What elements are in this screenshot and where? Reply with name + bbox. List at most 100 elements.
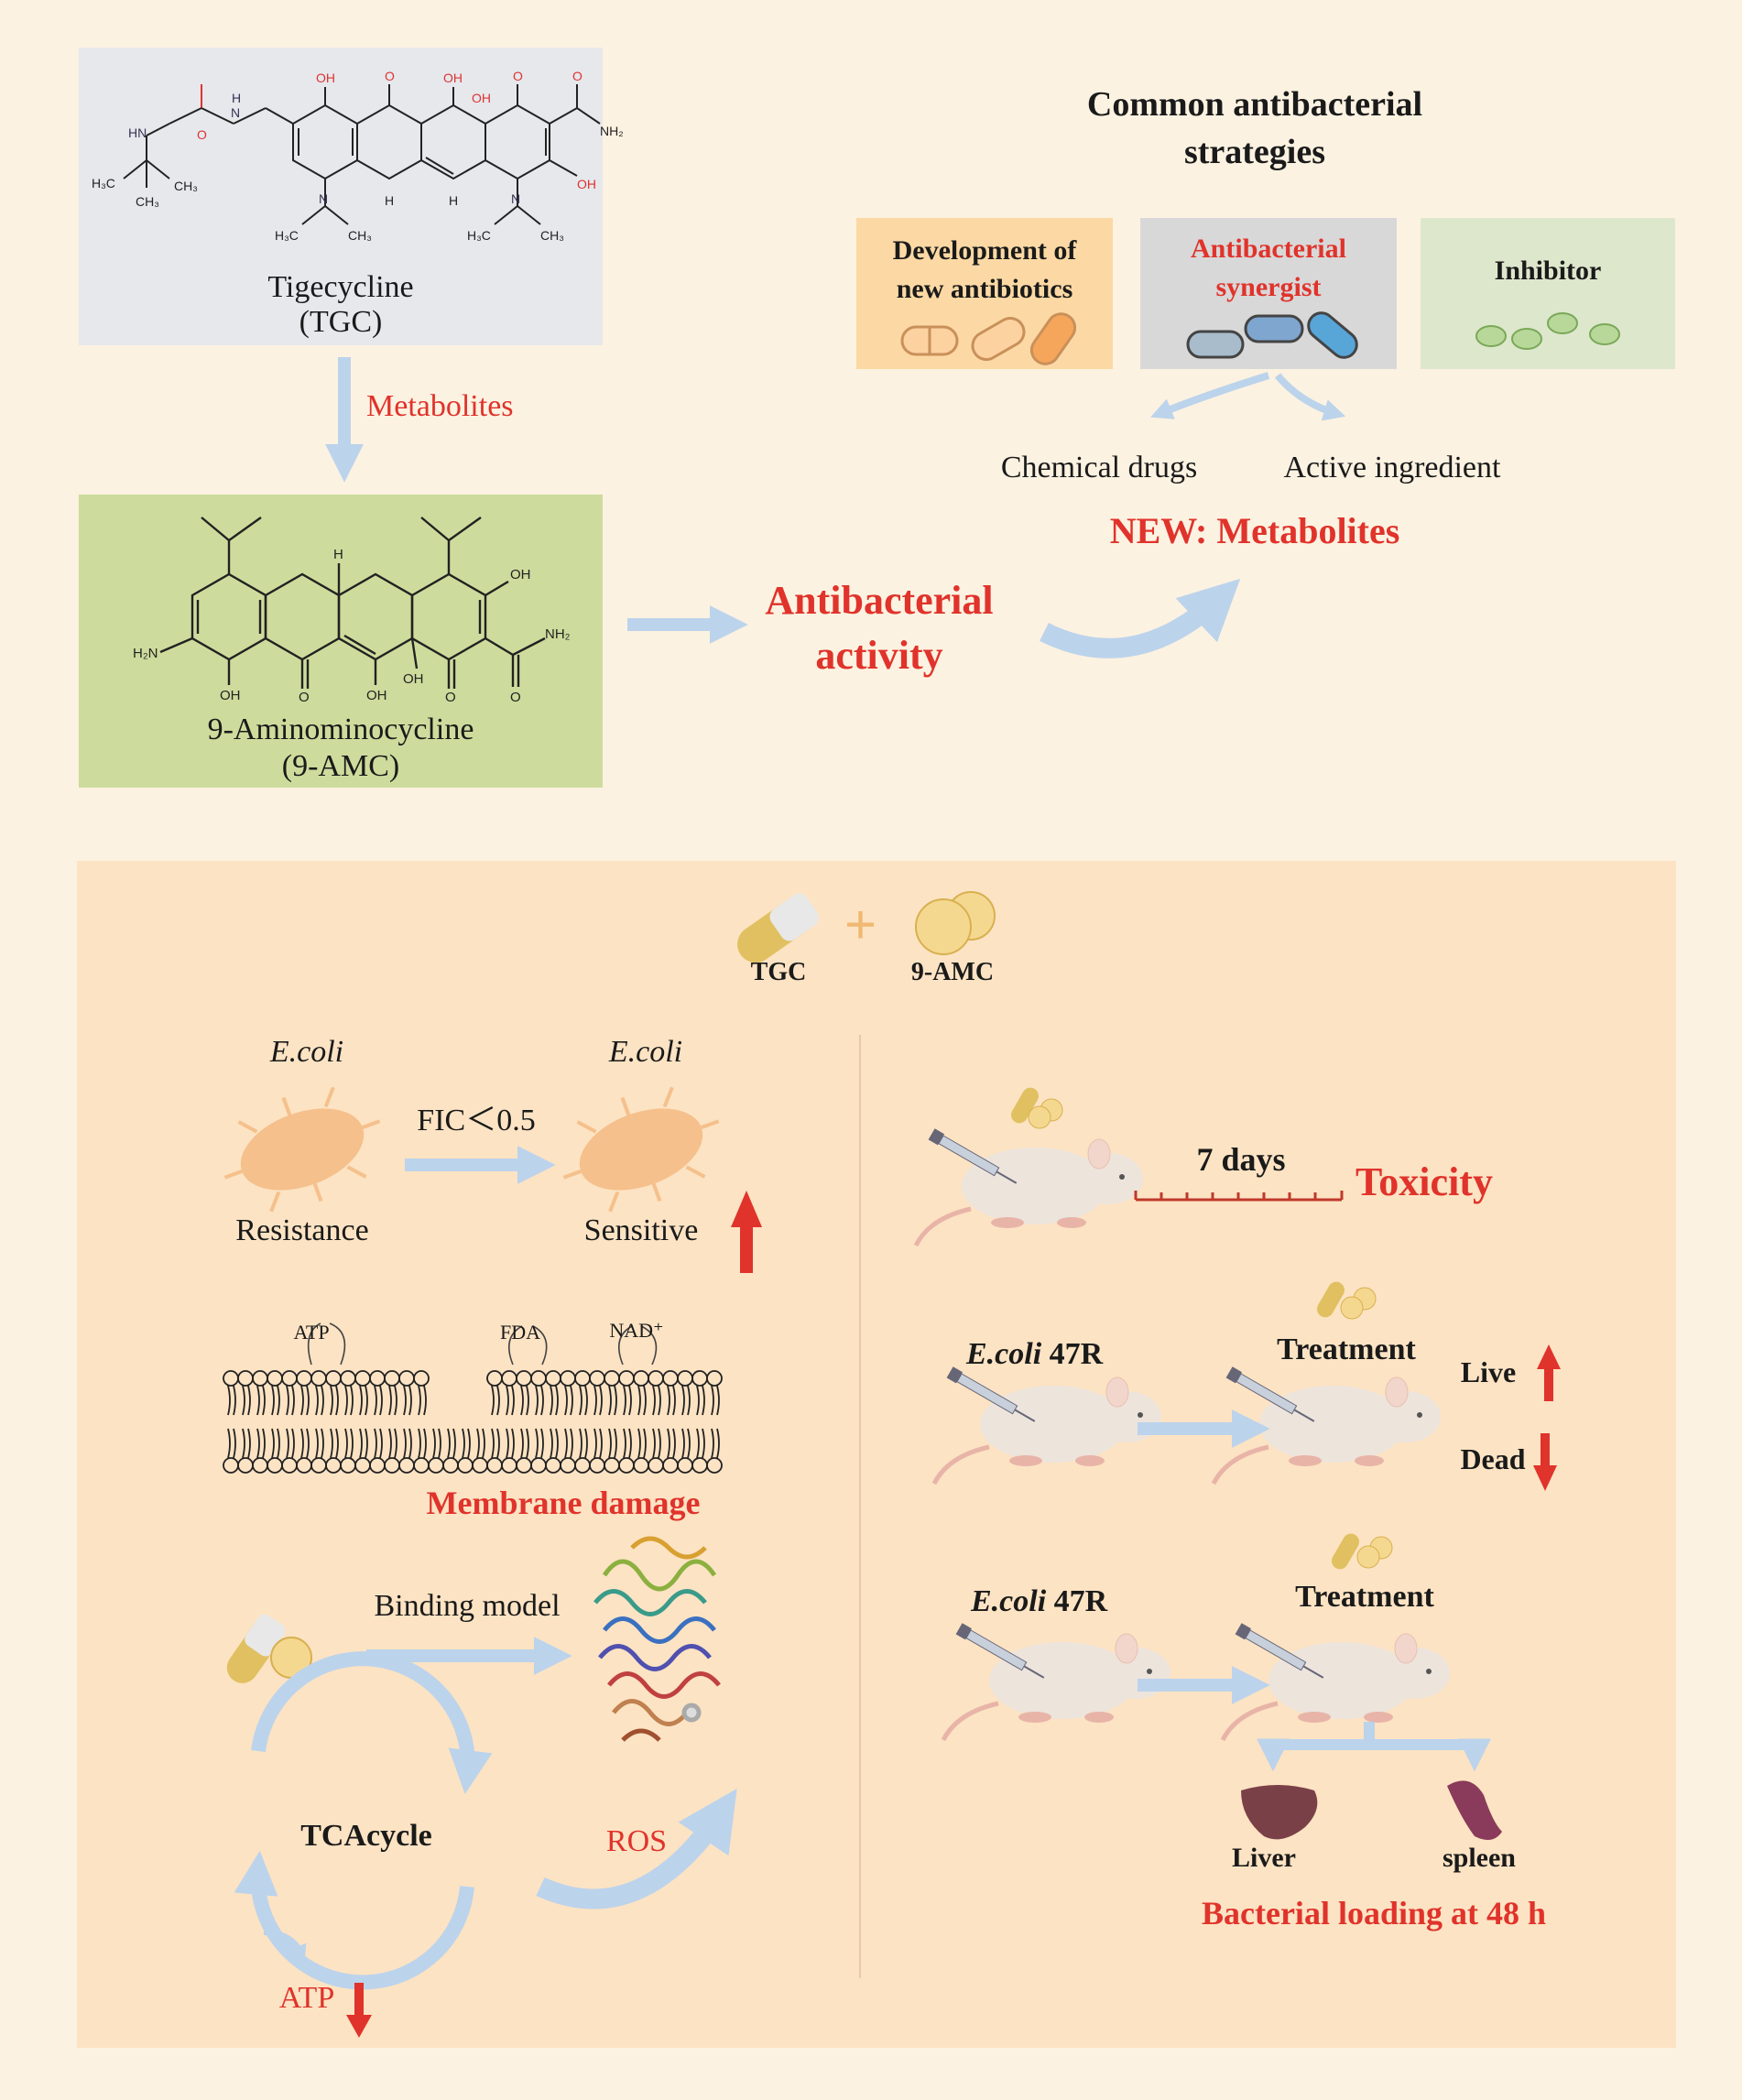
lipid-tail: [681, 1428, 685, 1459]
svg-text:H₃C: H₃C: [275, 228, 299, 243]
metabolites-label: Metabolites: [366, 389, 514, 423]
mouse-4: [941, 1623, 1170, 1742]
lipid-tail: [506, 1385, 509, 1416]
lipid-tail: [452, 1428, 456, 1459]
lipid-head: [560, 1457, 576, 1474]
lipid-tail: [658, 1385, 661, 1416]
lipid-tail: [511, 1385, 515, 1416]
lipid-tail: [599, 1428, 603, 1459]
lipid-tail: [667, 1428, 670, 1459]
lipid-tail: [535, 1385, 539, 1416]
dead-label: Dead: [1460, 1442, 1526, 1475]
lipid-tail: [374, 1428, 377, 1459]
resistance-label: Resistance: [235, 1213, 369, 1247]
lipid-tail: [643, 1385, 647, 1416]
lipid-tail: [628, 1428, 632, 1459]
svg-text:O: O: [513, 69, 523, 83]
tgc-label: TGC: [750, 958, 807, 986]
lipid-tail: [482, 1428, 485, 1459]
tca-cycle-label: TCAcycle: [300, 1819, 432, 1853]
tca-cycle-arrows: [234, 1651, 493, 1990]
lipid-tail: [593, 1428, 597, 1459]
lipid-tail: [247, 1428, 251, 1459]
lipid-tail: [344, 1428, 348, 1459]
mouse-5: [1220, 1623, 1450, 1742]
lipid-tail: [423, 1385, 427, 1416]
bacterial-loading-label: Bacterial loading at 48 h: [1202, 1895, 1546, 1931]
lipid-tail: [227, 1385, 231, 1416]
lipid-tail: [233, 1385, 236, 1416]
lipid-tail: [277, 1428, 280, 1459]
lipid-tail: [540, 1428, 544, 1459]
lipid-head: [428, 1457, 444, 1474]
svg-text:O: O: [572, 69, 582, 83]
lipid-head: [310, 1457, 327, 1474]
live-up-arrow: [1537, 1344, 1561, 1401]
nad-label: NAD⁺: [609, 1319, 664, 1342]
lipid-tail: [291, 1428, 295, 1459]
organ-split-arrows: [1257, 1722, 1491, 1772]
dev-label-line2: new antibiotics: [896, 274, 1073, 304]
lipid-head: [706, 1370, 723, 1387]
capsule-icons-synergist: [1186, 311, 1358, 359]
protein-structure-icon: [593, 1536, 721, 1742]
lipid-tail: [564, 1428, 568, 1459]
active-ingredient-label: Active ingredient: [1283, 451, 1501, 484]
lipid-head: [310, 1370, 327, 1387]
lipid-head: [530, 1370, 547, 1387]
lipid-tail: [476, 1428, 480, 1459]
lipid-tail: [702, 1385, 705, 1416]
lipid-tail: [696, 1428, 700, 1459]
lipid-tail: [667, 1385, 670, 1416]
tgc-capsule-icon: [737, 893, 820, 963]
lipid-head: [252, 1457, 268, 1474]
svg-text:O: O: [299, 690, 310, 705]
dev-label-line1: Development of: [892, 235, 1077, 266]
svg-text:CH₃: CH₃: [348, 228, 372, 243]
lipid-tail: [564, 1385, 568, 1416]
lipid-tail: [418, 1428, 421, 1459]
lipid-head: [237, 1457, 254, 1474]
synergist-label-line2: synergist: [1215, 272, 1322, 302]
lipid-head: [574, 1457, 591, 1474]
chemical-drugs-label: Chemical drugs: [1000, 451, 1198, 484]
fic-label: FIC＜0.5: [417, 1104, 536, 1137]
lipid-tail: [614, 1385, 617, 1416]
treatment-label-2: Treatment: [1295, 1580, 1434, 1614]
lipid-tail: [408, 1428, 412, 1459]
lipid-tail: [520, 1385, 524, 1416]
lipid-tail: [584, 1385, 588, 1416]
svg-text:H₃C: H₃C: [467, 228, 491, 243]
lipid-tail: [432, 1428, 436, 1459]
ecoli-right-label: E.coli: [608, 1035, 683, 1069]
lipid-tail: [614, 1428, 617, 1459]
lipid-tail: [491, 1428, 495, 1459]
lipid-tail: [262, 1428, 266, 1459]
lipid-tail: [570, 1385, 573, 1416]
lipid-head: [691, 1457, 708, 1474]
svg-text:OH: OH: [443, 71, 463, 85]
lipid-head: [267, 1370, 283, 1387]
mouse-3: [1211, 1366, 1441, 1485]
synergist-label-line1: Antibacterial: [1191, 234, 1346, 264]
svg-text:CH₃: CH₃: [174, 179, 198, 193]
lipid-tail: [579, 1385, 582, 1416]
lipid-tail: [584, 1428, 588, 1459]
lipid-tail: [271, 1428, 275, 1459]
strategy-curve-arrow: [1040, 578, 1241, 658]
lipid-tail: [658, 1428, 661, 1459]
svg-text:OH: OH: [577, 177, 596, 191]
antibacterial-activity-line1: Antibacterial: [765, 578, 994, 623]
lipid-tail: [350, 1385, 354, 1416]
lipid-tail: [306, 1385, 310, 1416]
atp-down-arrow: [346, 1983, 372, 2038]
lipid-tail: [403, 1428, 407, 1459]
svg-text:H₃C: H₃C: [92, 176, 115, 190]
lipid-tail: [227, 1428, 231, 1459]
svg-text:O: O: [445, 690, 456, 705]
lipid-tail: [526, 1385, 529, 1416]
lipid-head: [340, 1457, 356, 1474]
lipid-head: [486, 1370, 503, 1387]
lipid-head: [545, 1370, 561, 1387]
lipid-tail: [535, 1428, 539, 1459]
